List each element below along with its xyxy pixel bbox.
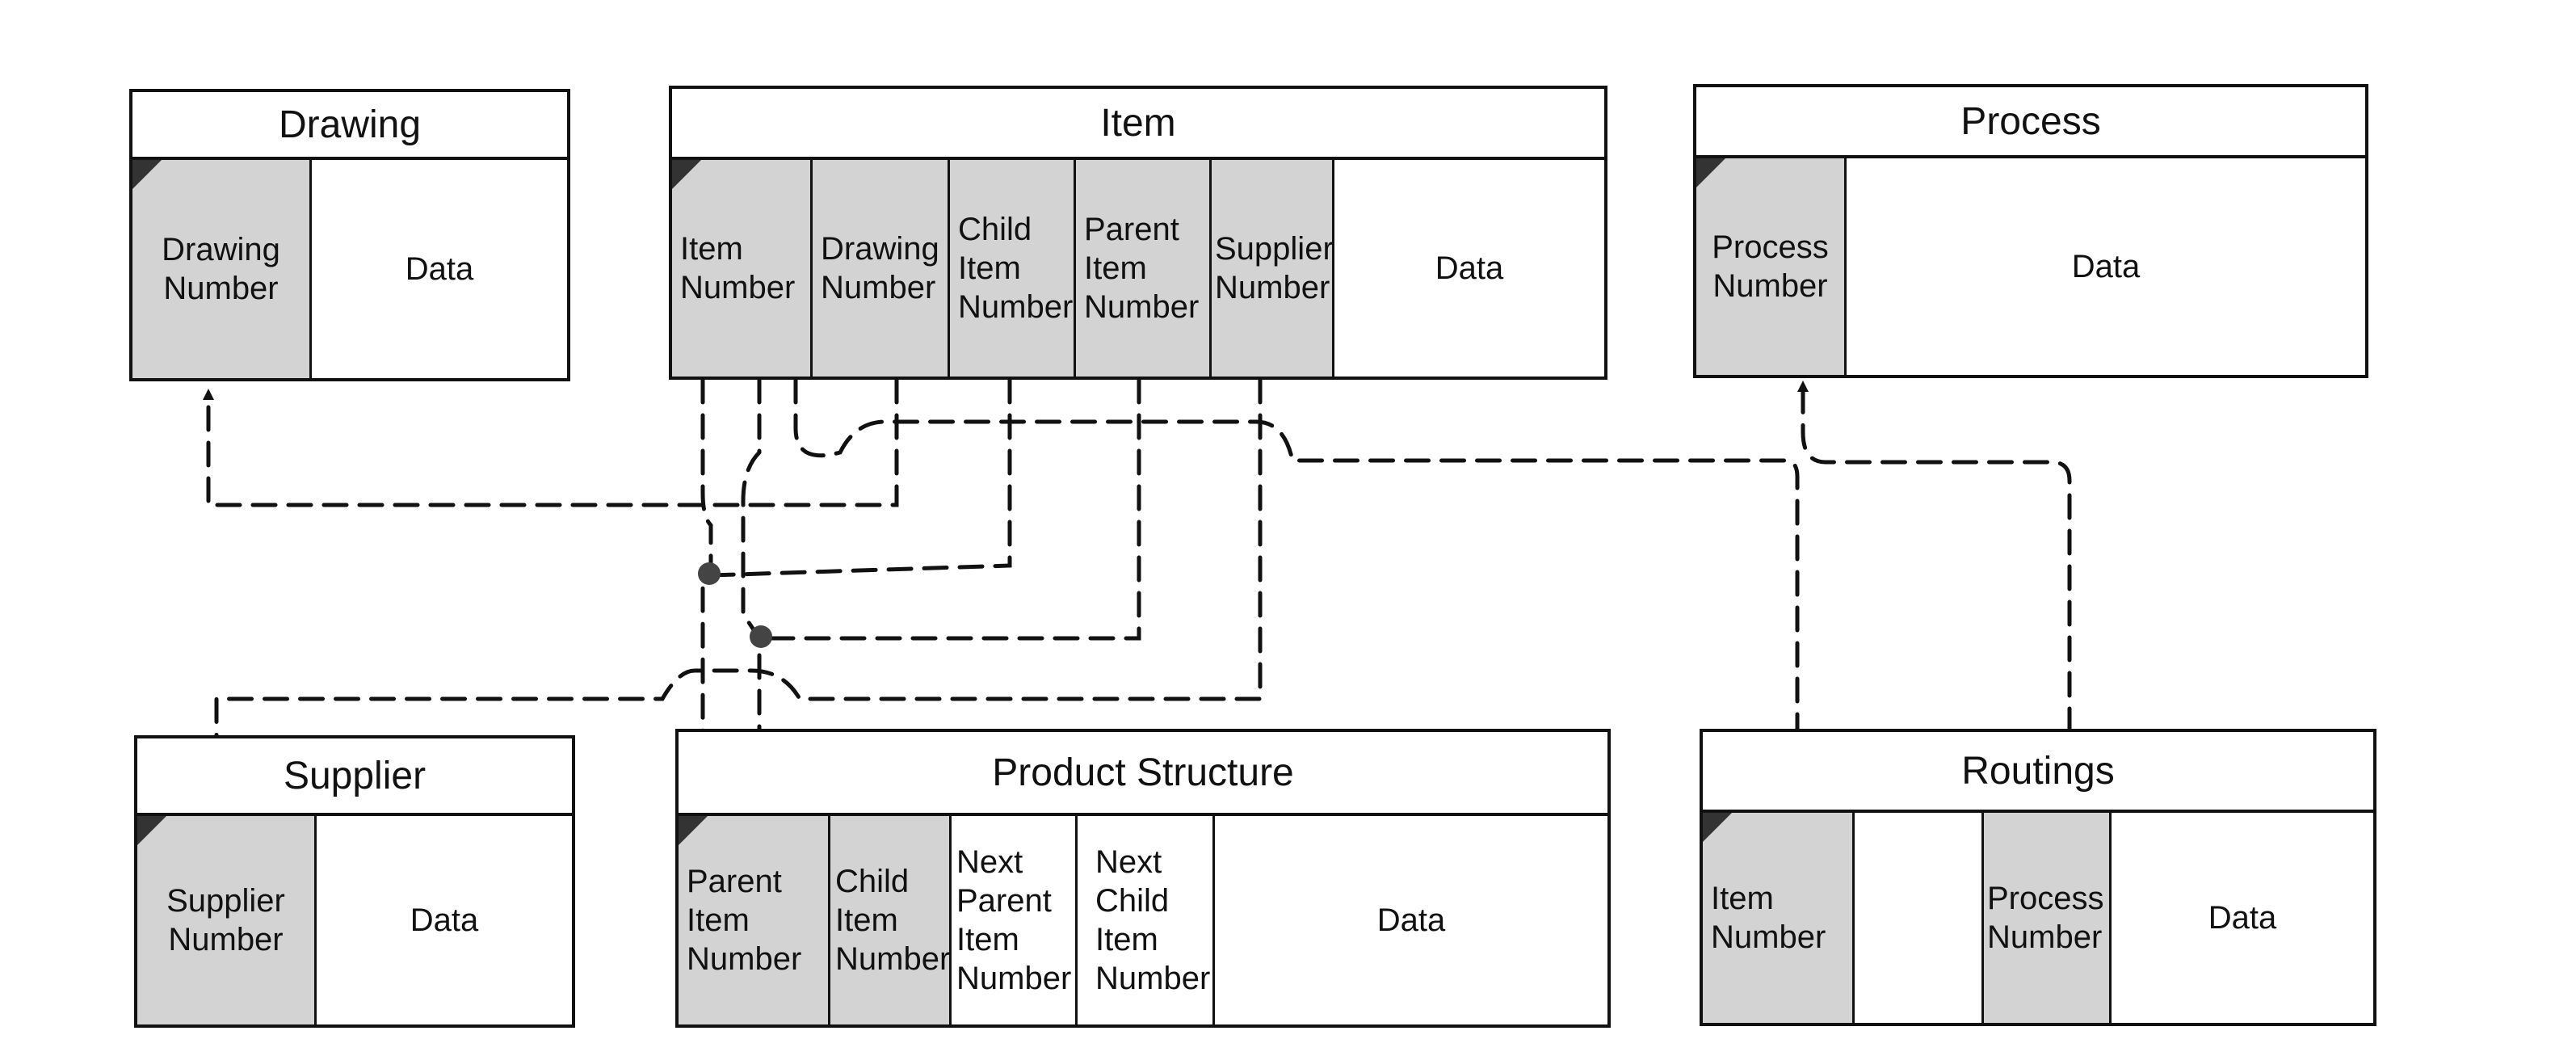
entity-title: Item xyxy=(672,89,1604,160)
link-routings-process xyxy=(1797,381,2072,734)
data-field: Data xyxy=(1334,160,1604,377)
junction-dot-parent xyxy=(750,625,772,648)
item-number-field: Item Number xyxy=(672,160,813,377)
link-drawing-number xyxy=(203,377,899,507)
drawing-number-field: Drawing Number xyxy=(132,160,312,378)
data-field: Data xyxy=(1847,158,2365,375)
data-field: Data xyxy=(317,816,572,1024)
link-item-child xyxy=(741,377,765,801)
data-field: Data xyxy=(1215,816,1607,1024)
entity-process[interactable]: Process Process Number Data xyxy=(1693,84,2368,378)
entity-supplier[interactable]: Supplier Supplier Number Data xyxy=(134,735,575,1028)
empty-field xyxy=(1855,813,1984,1023)
entity-item[interactable]: Item Item Number Drawing Number Child It… xyxy=(669,86,1607,380)
link-item-parent xyxy=(697,377,713,801)
primary-key-icon xyxy=(672,160,701,189)
process-number-field: Process Number xyxy=(1696,158,1847,375)
primary-key-icon xyxy=(1703,813,1732,842)
data-field: Data xyxy=(312,160,567,378)
next-parent-item-number-field: Next Parent Item Number xyxy=(952,816,1078,1024)
junction-dot-child xyxy=(698,562,721,585)
entity-title: Product Structure xyxy=(679,732,1607,816)
supplier-number-field: Supplier Number xyxy=(137,816,317,1024)
entity-drawing[interactable]: Drawing Drawing Number Data xyxy=(129,89,570,381)
entity-title: Drawing xyxy=(132,92,567,160)
drawing-number-field: Drawing Number xyxy=(813,160,950,377)
entity-product-structure[interactable]: Product Structure Parent Item Number Chi… xyxy=(675,729,1611,1028)
primary-key-icon xyxy=(137,816,166,845)
entity-routings[interactable]: Routings Item Number Process Number Data xyxy=(1700,729,2376,1026)
entity-title: Process xyxy=(1696,87,2365,158)
item-number-field: Item Number xyxy=(1703,813,1855,1023)
primary-key-icon xyxy=(1696,158,1725,187)
link-child-junction xyxy=(708,377,1012,578)
data-field: Data xyxy=(2112,813,2373,1023)
primary-key-icon xyxy=(132,160,162,189)
child-item-number-field: Child Item Number xyxy=(830,816,952,1024)
parent-item-number-field: Parent Item Number xyxy=(679,816,830,1024)
primary-key-icon xyxy=(679,816,708,845)
next-child-item-number-field: Next Child Item Number xyxy=(1078,816,1215,1024)
entity-title: Supplier xyxy=(137,738,572,816)
link-supplier-number xyxy=(211,377,1263,814)
parent-item-number-field: Parent Item Number xyxy=(1076,160,1212,377)
child-item-number-field: Child Item Number xyxy=(950,160,1076,377)
process-number-field: Process Number xyxy=(1984,813,2112,1023)
entity-title: Routings xyxy=(1703,732,2373,813)
supplier-number-field: Supplier Number xyxy=(1212,160,1334,377)
link-parent-junction xyxy=(757,377,1141,641)
link-item-routings xyxy=(793,377,1803,814)
